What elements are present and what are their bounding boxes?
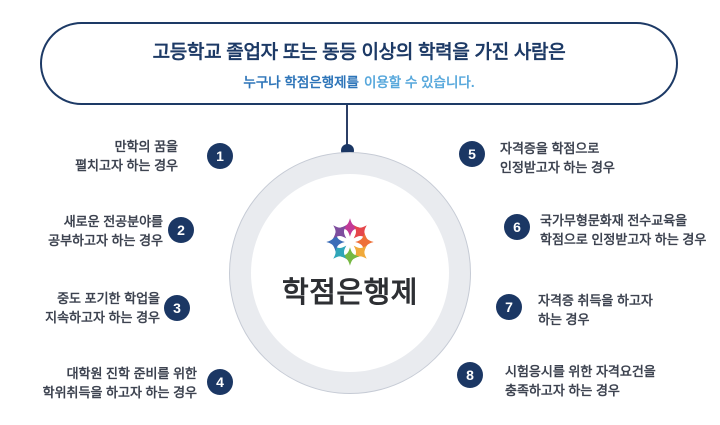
item-2-number-badge: 2 <box>168 217 194 243</box>
eligibility-banner: 고등학교 졸업자 또는 동등 이상의 학력을 가진 사람은 누구나 학점은행제를… <box>40 22 678 105</box>
item-2-line-1: 새로운 전공분야를 <box>63 214 163 229</box>
item-5-number-badge: 5 <box>459 141 485 167</box>
item-3-line-2: 지속하고자 하는 경우 <box>45 310 160 325</box>
item-7-line-1: 자격증 취득을 하고자 <box>538 293 653 308</box>
banner-title: 고등학교 졸업자 또는 동등 이상의 학력을 가진 사람은 <box>152 41 566 63</box>
item-5-text: 자격증을 학점으로 인정받고자 하는 경우 <box>500 139 615 177</box>
item-3-line-1: 중도 포기한 학업을 <box>57 291 160 306</box>
connector-line <box>346 105 348 151</box>
item-6-number-badge: 6 <box>504 214 530 240</box>
item-5-line-1: 자격증을 학점으로 <box>500 141 600 156</box>
item-8-number-badge: 8 <box>457 362 483 388</box>
item-8-line-1: 시험응시를 위한 자격요건을 <box>505 364 656 379</box>
item-4-line-1: 대학원 진학 준비를 위한 <box>66 366 197 381</box>
item-2-text: 새로운 전공분야를 공부하고자 하는 경우 <box>48 212 163 250</box>
item-4-number-badge: 4 <box>207 369 233 395</box>
item-1-line-1: 만학의 꿈을 <box>114 139 178 154</box>
item-1-text: 만학의 꿈을 펼치고자 하는 경우 <box>75 137 178 175</box>
banner-subtitle-rest: 이용할 수 있습니다. <box>363 74 475 90</box>
item-1-number-badge: 1 <box>207 143 233 169</box>
hub-circle: 학점은행제 <box>251 174 449 372</box>
item-5-line-2: 인정받고자 하는 경우 <box>500 160 615 175</box>
item-1-line-2: 펼치고자 하는 경우 <box>75 158 178 173</box>
item-4-text: 대학원 진학 준비를 위한 학위취득을 하고자 하는 경우 <box>43 364 197 402</box>
hub-ring: 학점은행제 <box>229 152 471 394</box>
item-6-text: 국가무형문화재 전수교육을 학점으로 인정받고자 하는 경우 <box>540 211 706 249</box>
item-2-line-2: 공부하고자 하는 경우 <box>48 233 163 248</box>
item-4-line-2: 학위취득을 하고자 하는 경우 <box>42 385 197 400</box>
item-8-line-2: 충족하고자 하는 경우 <box>505 383 620 398</box>
banner-subtitle-lead: 누구나 학점은행제를 <box>243 74 359 90</box>
item-3-text: 중도 포기한 학업을 지속하고자 하는 경우 <box>45 289 160 327</box>
hub-logo-text: 학점은행제 <box>282 277 418 309</box>
item-7-number-badge: 7 <box>496 294 522 320</box>
pinwheel-flower-icon <box>326 218 374 266</box>
item-6-line-2: 학점으로 인정받고자 하는 경우 <box>540 232 707 247</box>
item-7-line-2: 하는 경우 <box>538 312 590 327</box>
item-8-text: 시험응시를 위한 자격요건을 충족하고자 하는 경우 <box>505 362 656 400</box>
item-3-number-badge: 3 <box>164 295 190 321</box>
item-6-line-1: 국가무형문화재 전수교육을 <box>540 213 688 228</box>
item-7-text: 자격증 취득을 하고자 하는 경우 <box>538 291 653 329</box>
